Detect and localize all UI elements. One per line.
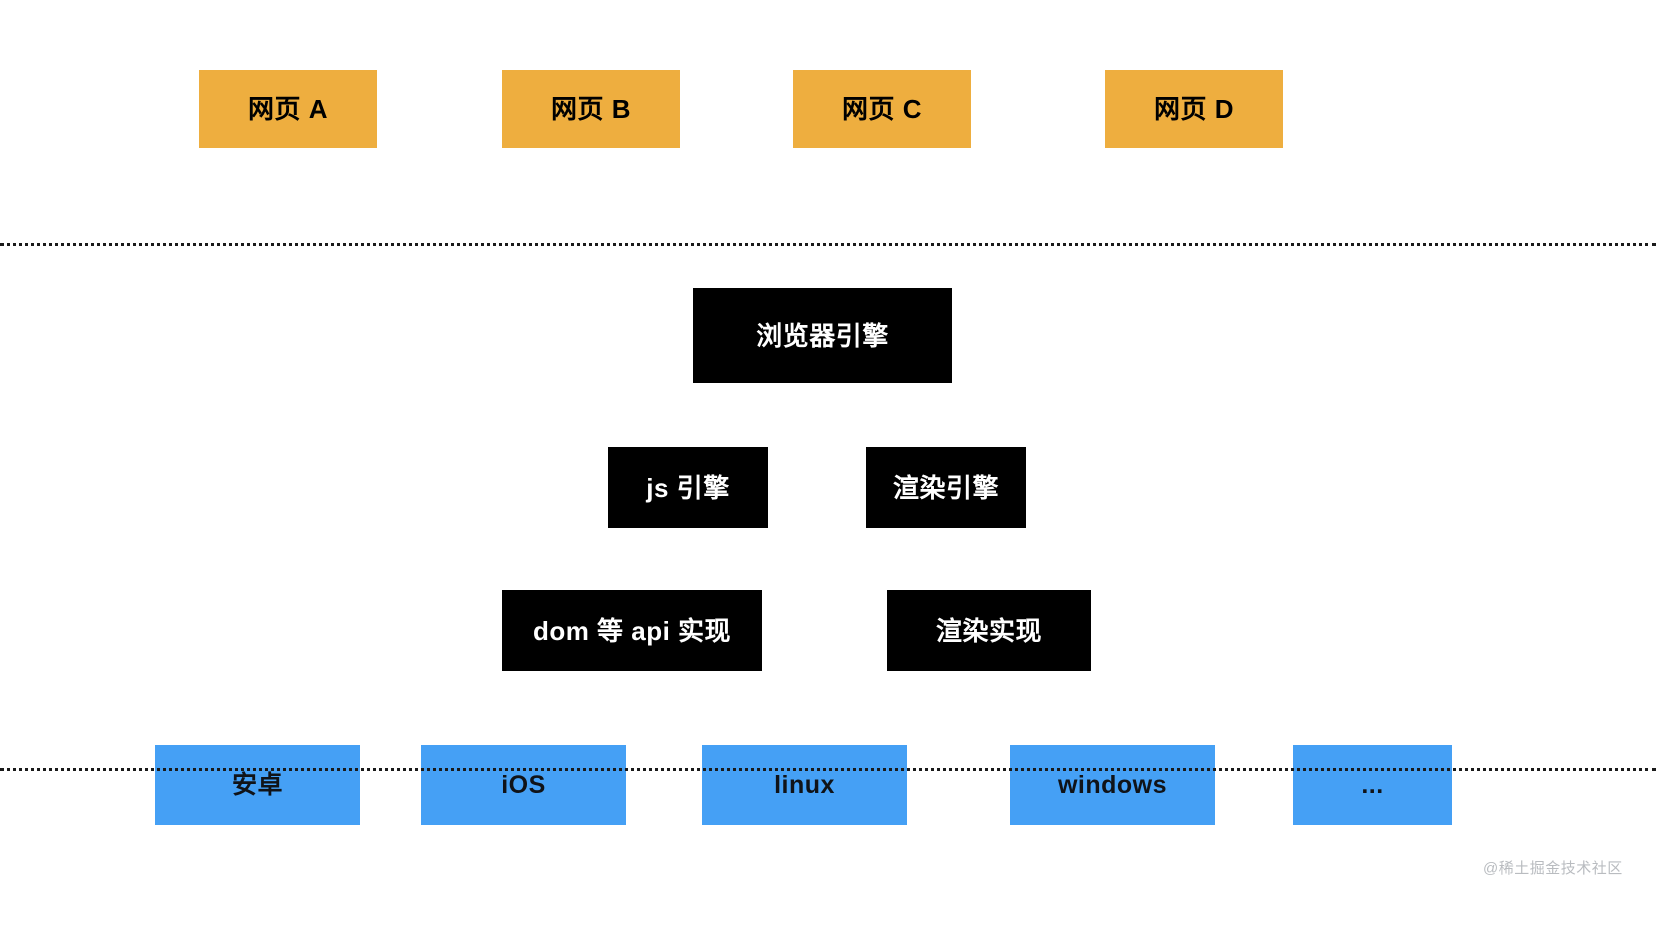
node-os-0: 安卓 — [155, 745, 360, 825]
node-pages-1: 网页 B — [502, 70, 680, 148]
watermark: @稀土掘金技术社区 — [1483, 860, 1623, 877]
node-browser-3: dom 等 api 实现 — [502, 590, 762, 671]
node-pages-2: 网页 C — [793, 70, 971, 148]
divider-bottom — [0, 768, 1656, 771]
node-browser-2: 渲染引擎 — [866, 447, 1026, 528]
node-browser-0: 浏览器引擎 — [693, 288, 952, 383]
node-os-1: iOS — [421, 745, 626, 825]
node-pages-0: 网页 A — [199, 70, 377, 148]
node-browser-1: js 引擎 — [608, 447, 768, 528]
divider-top — [0, 243, 1656, 246]
node-pages-3: 网页 D — [1105, 70, 1283, 148]
node-browser-4: 渲染实现 — [887, 590, 1091, 671]
node-os-2: linux — [702, 745, 907, 825]
node-os-3: windows — [1010, 745, 1215, 825]
node-os-4: ... — [1293, 745, 1452, 825]
